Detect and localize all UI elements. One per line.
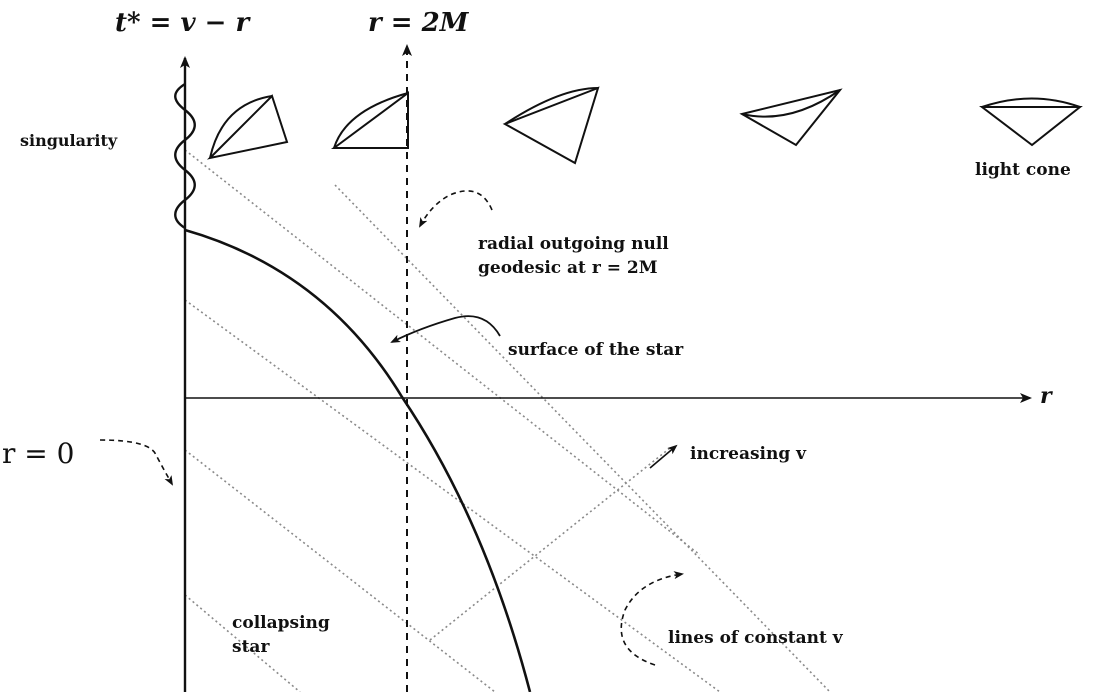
light-cone-1 [206,94,289,160]
time-axis-label: t* = v − r [115,8,250,38]
increasing-v-line [429,447,671,641]
constant-v-line [184,594,301,692]
null-geodesic-pointer [419,190,493,228]
constant-v-line [334,184,831,692]
surface-pointer [390,315,501,343]
light-cone-2 [330,91,409,149]
increasing-v-arrow [649,444,678,469]
annotation-arrows [99,190,684,666]
light-cone-label: light cone [975,160,1071,180]
constant-v-label: lines of constant v [668,628,843,648]
collapsing-star-label: collapsing star [232,613,330,657]
light-cones [206,86,1083,165]
singularity-zigzag [174,82,196,230]
light-cone-5 [979,97,1083,147]
constant-v-pointer [620,571,684,666]
surface-label: surface of the star [508,340,684,360]
light-cone-4 [739,88,843,147]
star-surface-curve [184,228,532,692]
increasing-v-label: increasing v [690,444,807,464]
r-axis-label: r [1040,383,1052,409]
origin-pointer [99,439,173,486]
constant-v-line [184,449,496,692]
origin-label: r = 0 [2,437,75,470]
constant-v-line [184,299,721,692]
horizon-label: r = 2M [368,8,469,38]
light-cone-3 [502,86,600,165]
constant-v-line [184,149,701,556]
constant-v-lines [184,149,831,692]
null-geodesic-label: radial outgoing null geodesic at r = 2M [478,234,669,278]
singularity-label: singularity [20,131,118,150]
